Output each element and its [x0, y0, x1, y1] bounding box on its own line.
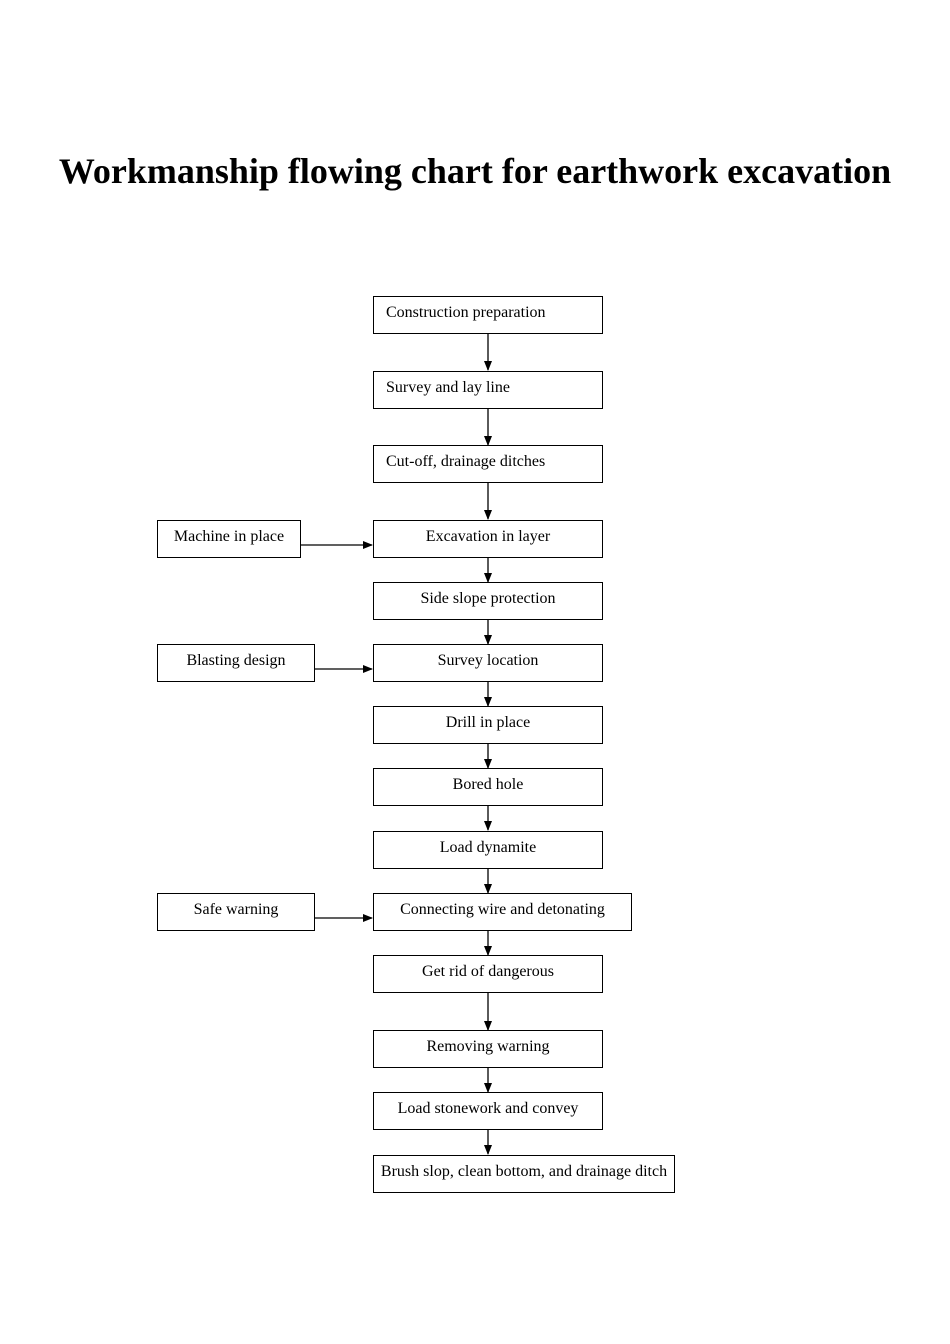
step-construction-preparation: Construction preparation — [373, 296, 603, 334]
step-excavation-in-layer: Excavation in layer — [373, 520, 603, 558]
step-bored-hole: Bored hole — [373, 768, 603, 806]
input-blasting-design: Blasting design — [157, 644, 315, 682]
step-survey-and-lay-line: Survey and lay line — [373, 371, 603, 409]
step-survey-location: Survey location — [373, 644, 603, 682]
step-side-slope-protection: Side slope protection — [373, 582, 603, 620]
page-title: Workmanship flowing chart for earthwork … — [58, 151, 892, 191]
step-get-rid-of-dangerous: Get rid of dangerous — [373, 955, 603, 993]
step-connecting-wire: Connecting wire and detonating — [373, 893, 632, 931]
step-brush-slope-clean-bottom: Brush slop, clean bottom, and drainage d… — [373, 1155, 675, 1193]
step-drill-in-place: Drill in place — [373, 706, 603, 744]
input-safe-warning: Safe warning — [157, 893, 315, 931]
step-removing-warning: Removing warning — [373, 1030, 603, 1068]
step-load-stonework-and-convey: Load stonework and convey — [373, 1092, 603, 1130]
input-machine-in-place: Machine in place — [157, 520, 301, 558]
step-load-dynamite: Load dynamite — [373, 831, 603, 869]
step-cut-off-drainage-ditches: Cut-off, drainage ditches — [373, 445, 603, 483]
